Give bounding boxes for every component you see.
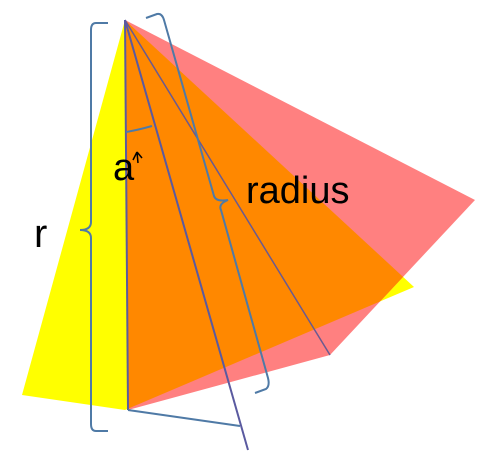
label-r: r — [34, 212, 47, 256]
angle-arrowhead — [132, 151, 143, 164]
label-a: a — [113, 147, 135, 189]
pink-center-line — [124, 19, 331, 356]
bottom-base-line — [127, 409, 241, 427]
label-radius: radius — [246, 170, 350, 212]
r-bracket — [79, 22, 108, 432]
angle-arc — [125, 125, 153, 133]
tilted-radius-line — [124, 19, 249, 451]
radius-bracket — [145, 12, 270, 394]
orange-overlap-region — [125, 20, 414, 410]
vertical-radius-line — [124, 19, 129, 411]
